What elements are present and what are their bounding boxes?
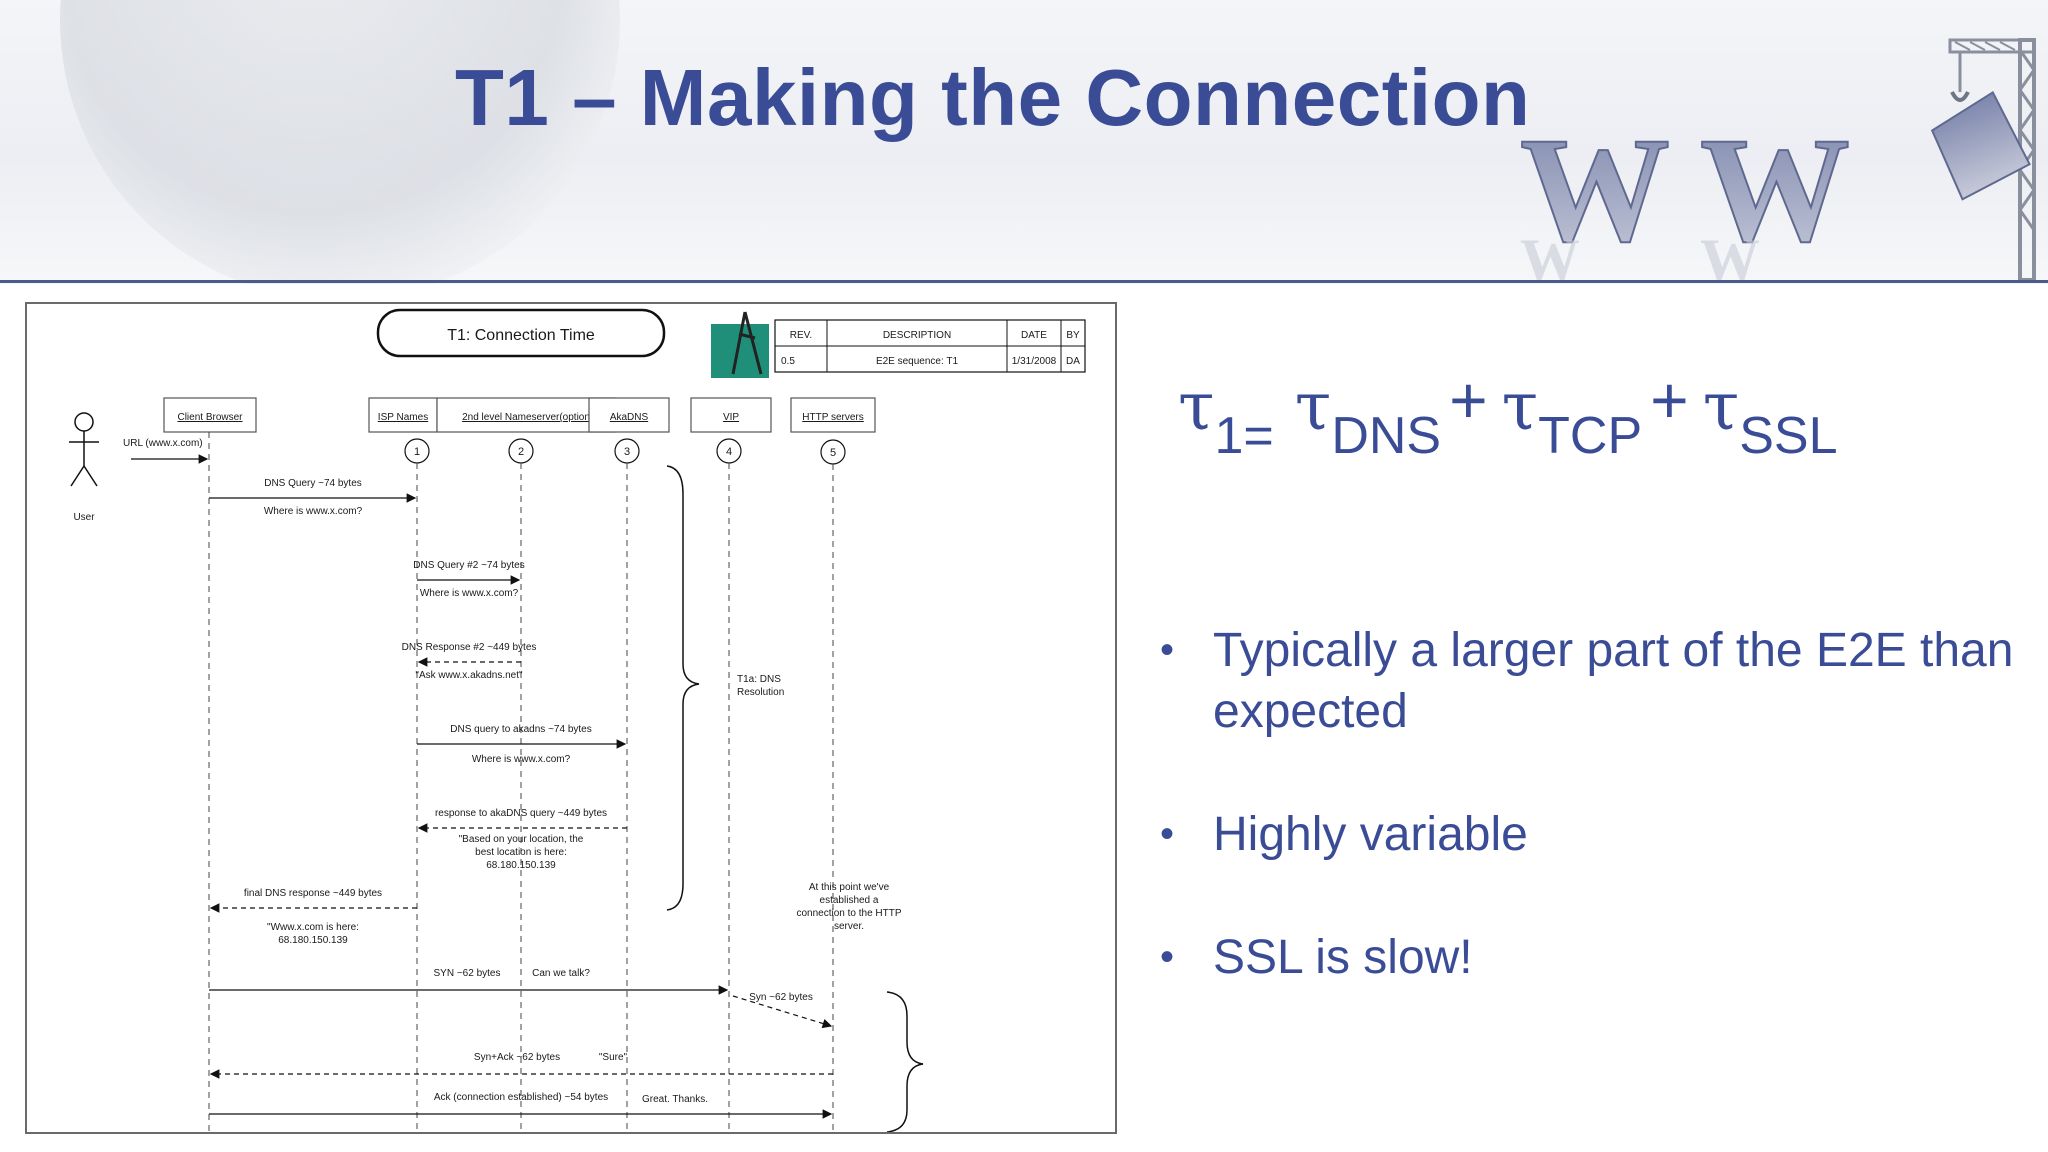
- lifeline-client-browser: Client Browser: [163, 397, 257, 433]
- bullet-text: SSL is slow!: [1213, 931, 1473, 984]
- latency-formula: τ1= τDNS+τTCP+τSSL: [1178, 363, 1838, 465]
- message-akadns-response-note: best location is here:: [475, 847, 567, 858]
- t1a-annotation: Resolution: [737, 687, 784, 698]
- message-dns-query2-note: Where is www.x.com?: [420, 588, 519, 599]
- table-cell-rev: 0.5: [781, 356, 795, 367]
- diagram-title: T1: Connection Time: [447, 327, 595, 344]
- table-header-date: DATE: [1021, 330, 1047, 341]
- tau-symbol: τ: [1178, 368, 1215, 445]
- tau-symbol: τ: [1702, 368, 1740, 445]
- dns-resolution-brace: [666, 465, 700, 911]
- bullet-dot-icon: •: [1160, 812, 1175, 856]
- header-divider: [0, 280, 2048, 283]
- message-final-dns-label: final DNS response ~449 bytes: [244, 888, 382, 899]
- table-header-by: BY: [1066, 330, 1080, 341]
- lifeline-isp-names: ISP Names: [368, 397, 438, 433]
- sequence-diagram: T1: Connection Time REV. DESCRIPTION DAT…: [25, 302, 1117, 1134]
- sequence-diagram-canvas: T1: Connection Time REV. DESCRIPTION DAT…: [69, 308, 1086, 1132]
- message-dns-akadns-note: Where is www.x.com?: [472, 754, 571, 765]
- table-cell-by: DA: [1066, 356, 1080, 367]
- lifeline-label: AkaDNS: [610, 412, 649, 423]
- formula-subscript: TCP: [1538, 407, 1643, 465]
- diagram-title-box: [376, 308, 666, 358]
- table-header-description: DESCRIPTION: [883, 330, 951, 341]
- established-annotation: At this point we've: [809, 882, 890, 893]
- lifeline-number: 4: [726, 446, 732, 458]
- lifeline-number: 1: [414, 446, 420, 458]
- message-dns-query-note: Where is www.x.com?: [264, 506, 363, 517]
- lifeline-http-servers: HTTP servers: [790, 397, 876, 433]
- established-annotation: server.: [834, 921, 864, 932]
- message-synack-note: "Sure": [599, 1052, 628, 1063]
- tcp-handshake-brace: [886, 991, 924, 1132]
- message-dns-response2-note: "Ask www.x.akadns.net": [415, 670, 523, 681]
- formula-plus: +: [1449, 363, 1488, 437]
- tau-symbol: τ: [1501, 368, 1539, 445]
- message-akadns-response-label: response to akaDNS query ~449 bytes: [435, 808, 607, 819]
- t1a-annotation: T1a: DNS: [737, 674, 781, 685]
- www-construction-logo-icon: W W W W: [1519, 38, 2036, 282]
- lifeline-label: ISP Names: [378, 412, 428, 423]
- formula-subscript: DNS: [1331, 407, 1442, 465]
- bullet-text: Highly variable: [1213, 808, 1528, 861]
- lifeline-number: 2: [518, 446, 524, 458]
- bullet-dot-icon: •: [1160, 935, 1175, 979]
- message-syn-note: Can we talk?: [532, 968, 590, 979]
- message-final-dns-note: "Www.x.com is here:: [267, 922, 359, 933]
- slide-header: T1 – Making the Connection W W W W: [0, 0, 2048, 284]
- message-synack-label: Syn+Ack ~62 bytes: [474, 1052, 560, 1063]
- svg-text:W: W: [1700, 227, 1760, 282]
- formula-plus: +: [1650, 363, 1689, 437]
- bullet-item: • Typically a larger part of the E2E than…: [1160, 620, 2020, 742]
- established-annotation: connection to the HTTP: [796, 908, 901, 919]
- formula-subscript: SSL: [1739, 407, 1838, 465]
- message-dns-akadns-label: DNS query to akadns ~74 bytes: [450, 724, 591, 735]
- revision-table: REV. DESCRIPTION DATE BY 0.5 E2E sequenc…: [774, 319, 1086, 373]
- svg-text:W: W: [1520, 227, 1580, 282]
- message-dns-response2-label: DNS Response #2 ~449 bytes: [402, 642, 537, 653]
- lifeline-label: HTTP servers: [802, 412, 864, 423]
- slide-title: T1 – Making the Connection: [455, 53, 1531, 142]
- bullet-item: • SSL is slow!: [1160, 927, 2020, 988]
- lifeline-label: VIP: [723, 412, 739, 423]
- table-cell-description: E2E sequence: T1: [876, 356, 959, 367]
- bullet-list: • Typically a larger part of the E2E than…: [1160, 620, 2020, 1050]
- svg-text:W: W: [1700, 107, 1850, 273]
- bullet-item: • Highly variable: [1160, 804, 2020, 865]
- user-actor-icon: [69, 412, 99, 487]
- lifeline-2nd-level-nameserver: 2nd level Nameserver(option: [436, 397, 616, 433]
- message-ack-note: Great. Thanks.: [642, 1094, 708, 1105]
- message-final-dns-note: 68.180.150.139: [278, 935, 348, 946]
- lifeline-akadns: AkaDNS: [588, 397, 670, 433]
- message-dns-query2-label: DNS Query #2 ~74 bytes: [413, 560, 524, 571]
- lifeline-number: 5: [830, 447, 836, 459]
- bullet-text: Typically a larger part of the E2E than …: [1213, 624, 2014, 738]
- lifeline-label: 2nd level Nameserver(option: [462, 412, 590, 423]
- message-syn-fwd-arrow: [732, 995, 833, 1029]
- message-akadns-response-note: 68.180.150.139: [486, 860, 556, 871]
- message-akadns-response-note: "Based on your location, the: [459, 834, 584, 845]
- lifeline-label: Client Browser: [177, 412, 243, 423]
- formula-subscript: 1=: [1214, 407, 1274, 465]
- message-ack-label: Ack (connection established) ~54 bytes: [434, 1092, 608, 1103]
- table-header-rev: REV.: [790, 330, 812, 341]
- tau-symbol: τ: [1294, 368, 1332, 445]
- message-syn-label: SYN ~62 bytes: [434, 968, 501, 979]
- table-cell-date: 1/31/2008: [1012, 356, 1057, 367]
- lifeline-number: 3: [624, 446, 630, 458]
- message-url-label: URL (www.x.com): [123, 438, 203, 449]
- established-annotation: established a: [820, 895, 879, 906]
- lifeline-vip: VIP: [690, 397, 772, 433]
- actor-label: User: [73, 512, 95, 523]
- bullet-dot-icon: •: [1160, 628, 1175, 672]
- message-syn-fwd-label: Syn ~62 bytes: [749, 992, 813, 1003]
- message-dns-query-label: DNS Query ~74 bytes: [264, 478, 362, 489]
- svg-text:W: W: [1520, 107, 1670, 273]
- compass-icon: [731, 311, 763, 375]
